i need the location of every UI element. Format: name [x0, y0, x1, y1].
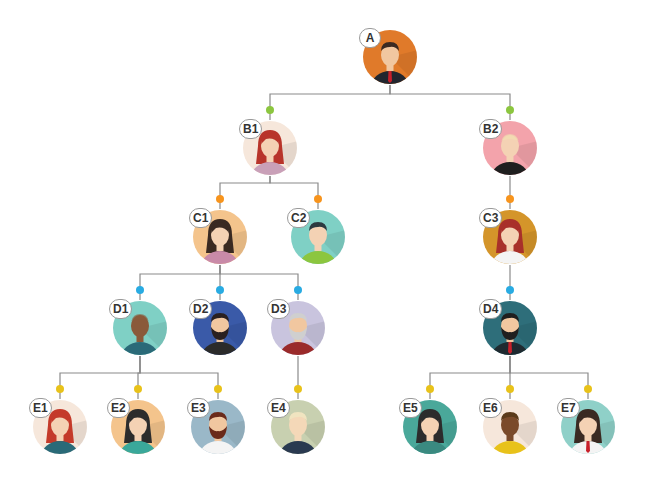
- level-dot: [266, 106, 274, 114]
- person-node: D3: [270, 300, 326, 356]
- level-dot: [216, 195, 224, 203]
- node-label: E7: [557, 398, 580, 418]
- person-node: B2: [482, 120, 538, 176]
- person-node: C3: [482, 209, 538, 265]
- node-label: D1: [109, 299, 132, 319]
- node-label: E1: [29, 398, 52, 418]
- org-connector: [390, 85, 510, 120]
- person-node: D4: [482, 300, 538, 356]
- org-connector: [270, 85, 390, 120]
- org-connector: [509, 265, 510, 300]
- level-dot: [506, 385, 514, 393]
- level-dot: [314, 195, 322, 203]
- org-connector: [220, 265, 298, 300]
- org-connector: [430, 356, 510, 399]
- org-connector: [509, 176, 510, 209]
- node-label: C1: [189, 208, 212, 228]
- org-connector: [220, 176, 270, 209]
- org-connector: [510, 356, 588, 399]
- node-label: E4: [267, 398, 290, 418]
- person-node: E3: [190, 399, 246, 455]
- person-node: E5: [402, 399, 458, 455]
- org-connector: [140, 265, 220, 300]
- node-label: A: [359, 28, 381, 48]
- person-node: B1: [242, 120, 298, 176]
- person-node: D2: [192, 300, 248, 356]
- person-node: E6: [482, 399, 538, 455]
- node-label: E3: [187, 398, 210, 418]
- org-connector: [270, 176, 318, 209]
- level-dot: [216, 286, 224, 294]
- level-dot: [294, 286, 302, 294]
- person-node: A: [362, 29, 418, 85]
- node-label: C3: [479, 208, 502, 228]
- node-label: E5: [399, 398, 422, 418]
- org-connector: [140, 356, 218, 399]
- person-node: E2: [110, 399, 166, 455]
- level-dot: [584, 385, 592, 393]
- node-label: E2: [107, 398, 130, 418]
- node-label: B1: [239, 119, 262, 139]
- node-label: D3: [267, 299, 290, 319]
- person-node: E7: [560, 399, 616, 455]
- level-dot: [56, 385, 64, 393]
- person-node: C1: [192, 209, 248, 265]
- level-dot: [506, 286, 514, 294]
- org-connector: [60, 356, 140, 399]
- level-dot: [136, 286, 144, 294]
- person-node: E4: [270, 399, 326, 455]
- level-dot: [214, 385, 222, 393]
- node-label: D4: [479, 299, 502, 319]
- level-dot: [294, 385, 302, 393]
- person-node: C2: [290, 209, 346, 265]
- level-dot: [134, 385, 142, 393]
- person-node: E1: [32, 399, 88, 455]
- level-dot: [506, 106, 514, 114]
- level-dot: [506, 195, 514, 203]
- node-label: B2: [479, 119, 502, 139]
- level-dot: [426, 385, 434, 393]
- node-label: D2: [189, 299, 212, 319]
- node-label: E6: [479, 398, 502, 418]
- person-node: D1: [112, 300, 168, 356]
- node-label: C2: [287, 208, 310, 228]
